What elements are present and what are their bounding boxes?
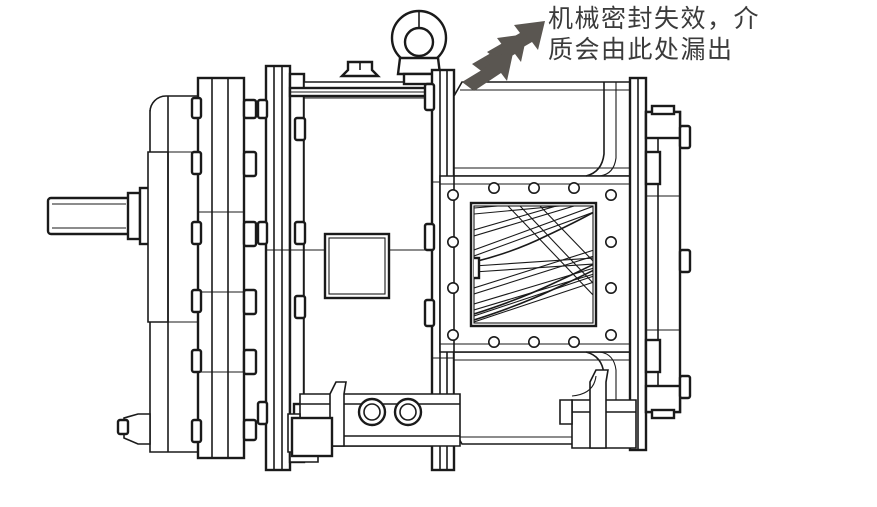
motor-housing: [116, 95, 199, 453]
leak-arrows: [462, 21, 545, 91]
lifting-eye-bolt: [390, 9, 448, 86]
base-mounting-foot: [287, 381, 461, 458]
gearbox-housing: [256, 60, 442, 472]
drain-plug: [116, 413, 151, 445]
discharge-end-flange: [644, 104, 692, 420]
annotation-text: 机械密封失效，介 质会由此处漏出: [548, 4, 858, 66]
nameplate-plate: [323, 232, 391, 300]
annotation-line-2: 质会由此处漏出: [548, 37, 734, 64]
top-vent-plug: [339, 60, 381, 78]
twin-screw-flights: [474, 206, 593, 323]
window-bolt-holes: [446, 182, 617, 348]
drive-shaft-stub: [46, 186, 152, 246]
bearing-cover-flange: [190, 76, 258, 460]
support-bracket: [559, 369, 637, 449]
inspection-window: [446, 182, 617, 348]
annotation-line-1: 机械密封失效，介: [548, 6, 761, 33]
